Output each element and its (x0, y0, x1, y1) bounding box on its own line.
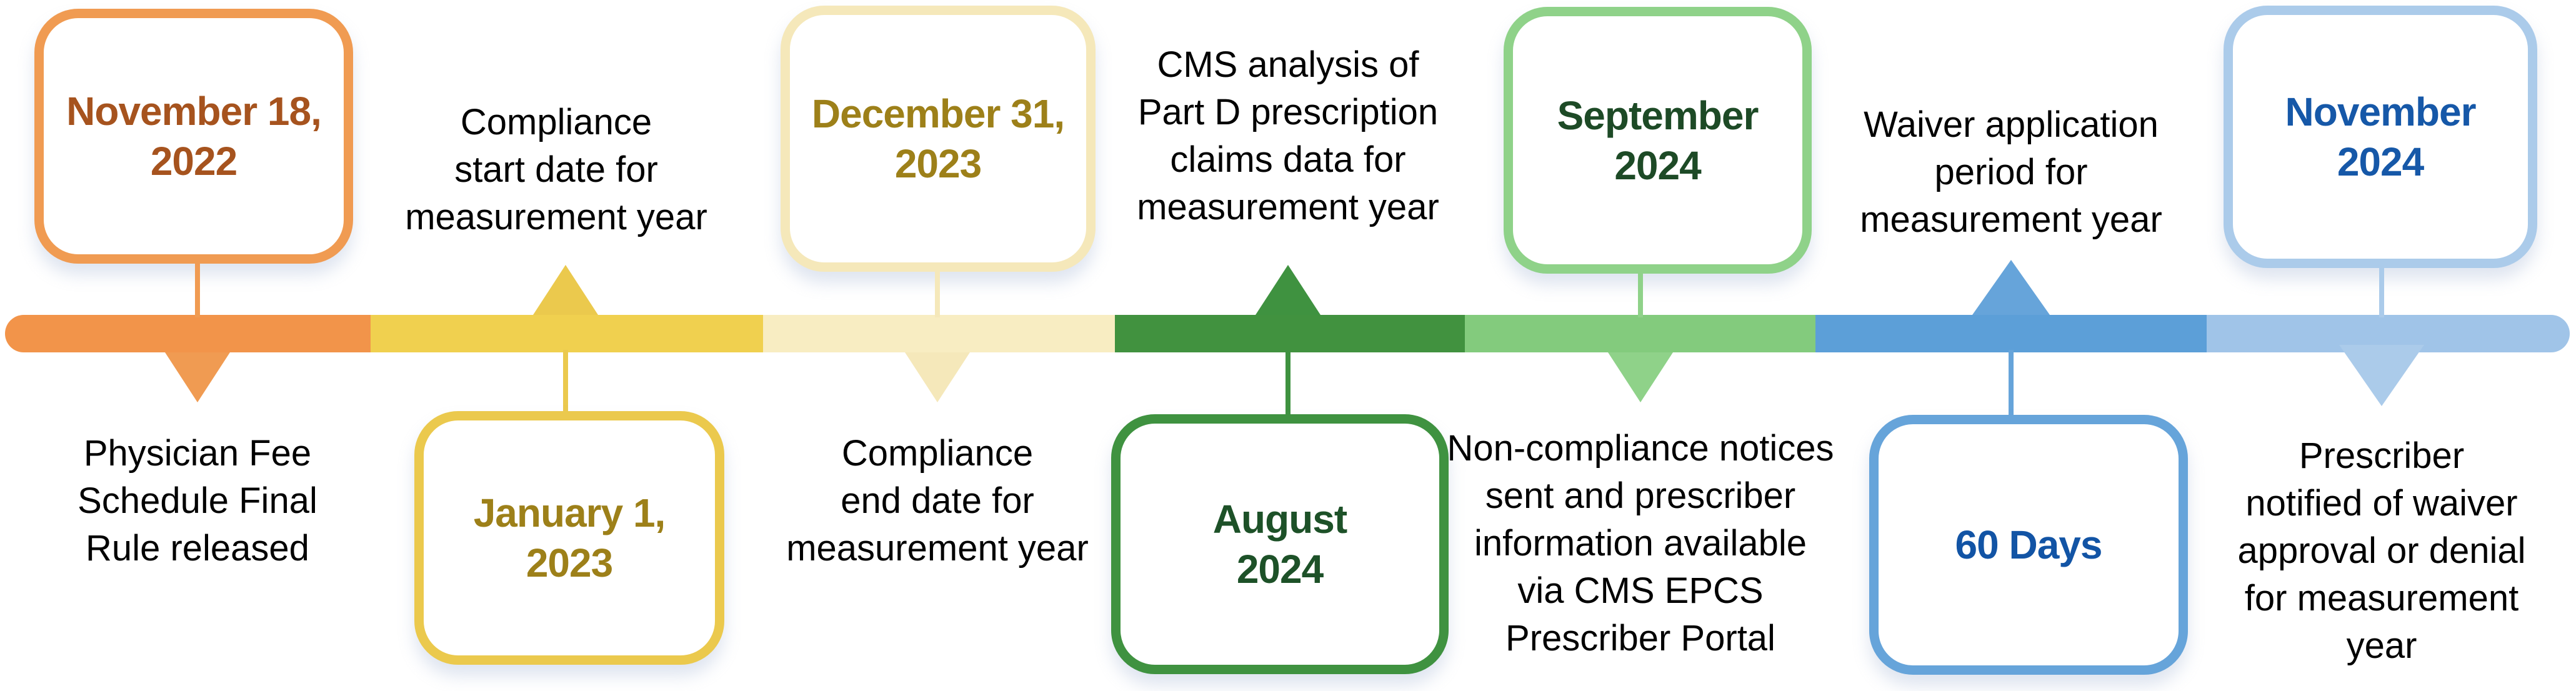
bar-segment-yellow (371, 315, 763, 352)
date-label: September 2024 (1557, 92, 1759, 188)
connector-line (563, 350, 568, 415)
bar-segment-pale-yellow (763, 315, 1115, 352)
arrow-down-icon (1608, 352, 1673, 402)
arrow-up-icon (1256, 265, 1320, 315)
event-description: Waiver application period for measuremen… (1860, 104, 2162, 240)
date-label: November 2024 (2285, 89, 2477, 184)
connector-line (2009, 350, 2014, 419)
date-box: 60 Days (1869, 415, 2188, 675)
arrow-up-icon (1972, 260, 2050, 315)
connector-line (1286, 350, 1290, 418)
timeline-bar (5, 315, 2570, 352)
date-label: November 18, 2022 (66, 89, 322, 184)
arrow-up-icon (533, 265, 598, 315)
event-description: CMS analysis of Part D prescription clai… (1137, 44, 1439, 227)
bar-segment-orange (5, 315, 371, 352)
event-description: Compliance end date for measurement year (786, 433, 1089, 569)
date-label: December 31, 2023 (811, 91, 1065, 186)
date-label: 60 Days (1955, 522, 2103, 567)
connector-line (195, 260, 200, 317)
arrow-down-icon (905, 352, 970, 402)
date-box: September 2024 (1504, 7, 1812, 274)
arrow-down-icon (165, 352, 230, 402)
date-box: November 18, 2022 (34, 9, 353, 264)
date-box: December 31, 2023 (781, 6, 1096, 272)
connector-line (1638, 270, 1643, 317)
date-box: August 2024 (1111, 414, 1449, 674)
date-box: January 1, 2023 (414, 411, 724, 665)
connector-line (2379, 264, 2384, 317)
date-label: January 1, 2023 (473, 490, 666, 585)
event-description: Physician Fee Schedule Final Rule releas… (77, 433, 317, 569)
bar-segment-green (1115, 315, 1465, 352)
event-description: Compliance start date for measurement ye… (405, 102, 707, 237)
connector-line (935, 268, 940, 317)
bar-segment-light-green (1465, 315, 1815, 352)
date-label: August 2024 (1212, 497, 1347, 592)
arrow-down-icon (2339, 345, 2424, 406)
event-description: Non-compliance notices sent and prescrib… (1447, 428, 1834, 659)
date-box: November 2024 (2224, 6, 2537, 268)
bar-segment-blue (1815, 315, 2207, 352)
event-description: Prescriber notified of waiver approval o… (2237, 435, 2526, 666)
